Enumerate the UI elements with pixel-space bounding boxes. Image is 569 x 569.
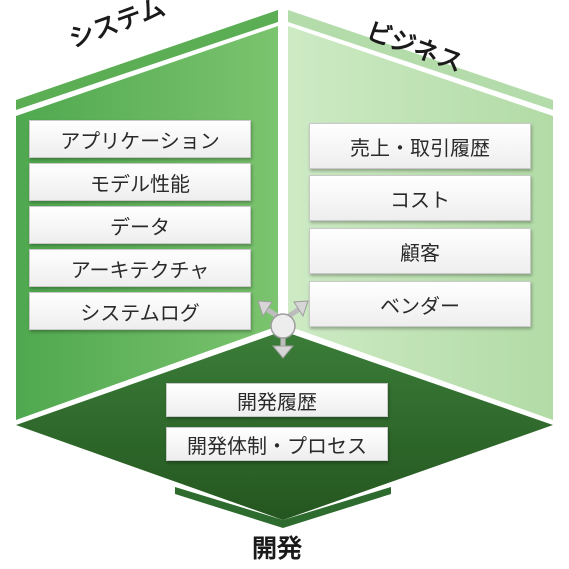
system-item-system-log: システムログ [29,292,251,330]
system-item-model-performance: モデル性能 [29,163,251,201]
business-item-cost: コスト [309,175,531,221]
development-header-bar [175,487,391,528]
system-item-data: データ [29,206,251,244]
three-way-arrows-icon [257,300,309,359]
system-item-architecture: アーキテクチャ [29,249,251,287]
system-header-bar [16,10,278,110]
business-item-sales-history: 売上・取引履歴 [309,123,531,169]
development-title: 開発 [252,534,303,563]
system-item-application: アプリケーション [29,120,251,158]
development-item-history: 開発履歴 [166,383,388,417]
business-header-bar [288,10,553,110]
development-item-organization-process: 開発体制・プロセス [166,427,388,461]
business-item-customer: 顧客 [309,228,531,274]
development-panel [16,331,553,520]
business-item-vendor: ベンダー [309,281,531,327]
